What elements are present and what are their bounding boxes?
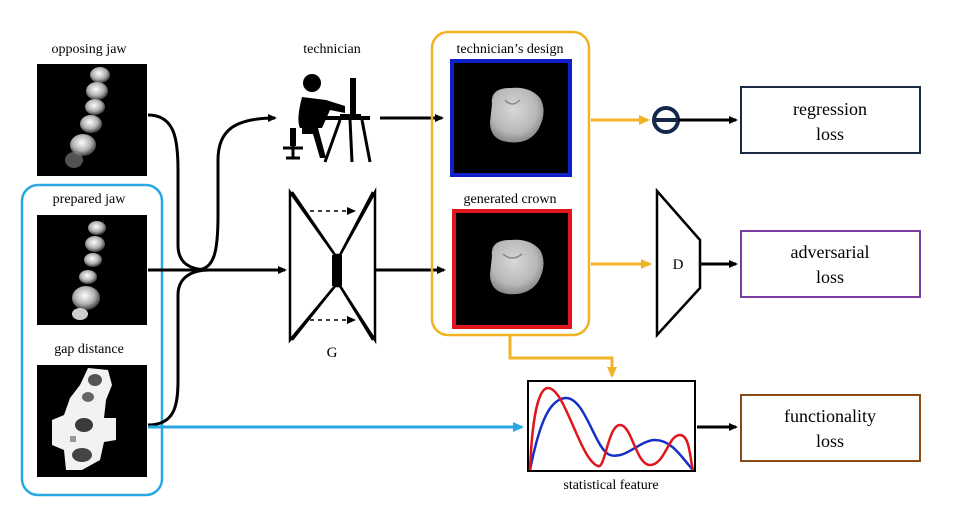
technician-label: technician	[303, 42, 361, 57]
adversarial-loss-box	[740, 230, 921, 298]
adversarial-loss-line2: loss	[816, 267, 844, 287]
technicians-design-label: technician’s design	[457, 42, 564, 57]
prepared-jaw-label: prepared jaw	[53, 192, 127, 207]
input-connectors	[147, 113, 287, 427]
statistical-feature-plot	[527, 380, 696, 472]
regression-loss-line2: loss	[816, 124, 844, 144]
opposing-jaw-label: opposing jaw	[51, 42, 127, 57]
opposing-jaw-image	[37, 64, 147, 176]
statistical-curve-red	[528, 386, 695, 471]
inputs-group-frame	[20, 183, 164, 497]
gap-distance-label: gap distance	[54, 342, 124, 357]
regression-loss-box	[740, 86, 921, 154]
generator-label: G	[327, 345, 338, 361]
regression-loss-line1: regression	[793, 99, 867, 119]
outputs-group-frame	[430, 30, 591, 337]
generator-block	[288, 187, 377, 345]
generated-crown-label: generated crown	[464, 192, 557, 207]
technicians-design-image	[450, 59, 572, 177]
functionality-loss-line1: functionality	[784, 406, 876, 426]
functionality-loss-line2: loss	[816, 431, 844, 451]
subtract-node-icon	[652, 106, 680, 134]
prepared-jaw-image	[37, 215, 147, 325]
adversarial-loss-line1: adversarial	[791, 242, 870, 262]
generated-crown-image	[452, 209, 572, 329]
crown-to-statistical-arrow	[508, 336, 617, 378]
statistical-feature-label: statistical feature	[563, 478, 658, 493]
functionality-loss-box	[740, 394, 921, 462]
discriminator-label: D	[673, 257, 684, 273]
discriminator-block	[655, 187, 702, 339]
technician-at-computer-icon	[283, 74, 372, 163]
gap-distance-image	[37, 365, 147, 477]
